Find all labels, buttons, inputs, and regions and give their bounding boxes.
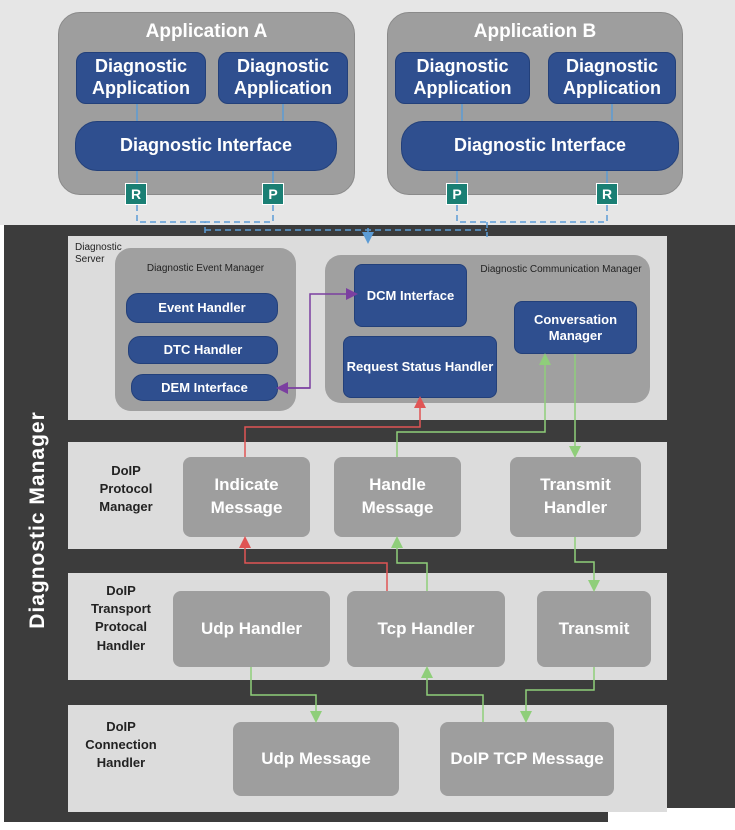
doip-connection-handler-label: DoIP Connection Handler (85, 719, 157, 771)
application-b-diagnostic-application-2: Diagnostic Application (548, 52, 676, 104)
doip-protocol-manager-label: DoIP Protocol Manager (99, 463, 153, 515)
tcp-handler-box: Tcp Handler (347, 591, 505, 667)
transmit-handler-box: Transmit Handler (510, 457, 641, 537)
indicate-message-box: Indicate Message (183, 457, 310, 537)
diagnostic-manager-label-text: Diagnostic Manager (26, 411, 50, 629)
diagnostic-manager-label: Diagnostic Manager (8, 330, 68, 710)
dcm-interface-box: DCM Interface (354, 264, 467, 327)
application-a-diagnostic-interface: Diagnostic Interface (75, 121, 337, 171)
application-b-port-p: P (446, 183, 468, 205)
corner-gap (608, 808, 735, 830)
request-status-handler-box: Request Status Handler (343, 336, 497, 398)
conversation-manager-box: Conversation Manager (514, 301, 637, 354)
diagnostic-event-manager-title: Diagnostic Event Manager (146, 263, 265, 274)
dem-interface-box: DEM Interface (131, 374, 278, 401)
application-b-diagnostic-interface: Diagnostic Interface (401, 121, 679, 171)
dtc-handler-box: DTC Handler (128, 336, 278, 364)
udp-handler-box: Udp Handler (173, 591, 330, 667)
handle-message-box: Handle Message (334, 457, 461, 537)
application-b-port-r: R (596, 183, 618, 205)
diagnostic-server-label: Diagnostic Server (75, 242, 122, 265)
application-a-diagnostic-application-2: Diagnostic Application (218, 52, 348, 104)
application-b-diagnostic-application-1: Diagnostic Application (395, 52, 530, 104)
application-a-port-r: R (125, 183, 147, 205)
doip-tcp-message-box: DoIP TCP Message (440, 722, 614, 796)
application-b-title: Application B (473, 21, 597, 42)
diagnostic-communication-manager-title: Diagnostic Communication Manager (480, 264, 642, 275)
udp-message-box: Udp Message (233, 722, 399, 796)
doip-transport-handler-label: DoIP Transport Protocal Handler (91, 583, 151, 653)
event-handler-box: Event Handler (126, 293, 278, 323)
transmit-box: Transmit (537, 591, 651, 667)
application-a-diagnostic-application-1: Diagnostic Application (76, 52, 206, 104)
application-a-title: Application A (145, 21, 268, 42)
application-a-port-p: P (262, 183, 284, 205)
